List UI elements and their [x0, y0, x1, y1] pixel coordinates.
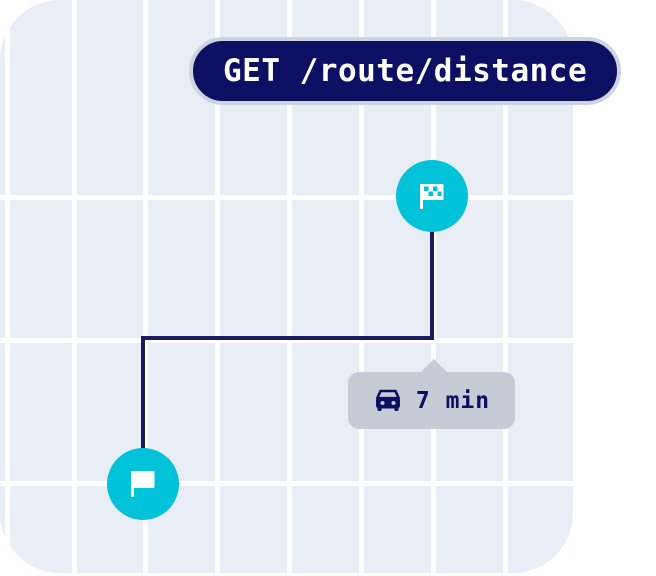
grid-line-horizontal	[0, 195, 573, 200]
grid-line-vertical	[287, 0, 292, 573]
flag-icon	[131, 471, 155, 497]
endpoint-badge-label: GET /route/distance	[223, 53, 588, 89]
grid-line-vertical	[503, 0, 508, 573]
marker-start[interactable]	[107, 448, 179, 520]
checkered-flag-icon	[420, 184, 444, 209]
duration-tooltip: 7 min	[348, 359, 515, 429]
grid-line-vertical	[72, 0, 77, 573]
grid-line-horizontal	[0, 481, 573, 486]
grid-line-vertical	[359, 0, 364, 573]
marker-destination[interactable]	[396, 160, 468, 232]
tooltip-pointer	[420, 359, 448, 373]
endpoint-badge[interactable]: GET /route/distance	[189, 37, 622, 105]
grid-line-horizontal	[0, 338, 573, 343]
duration-label: 7 min	[415, 387, 491, 414]
car-icon	[373, 387, 403, 415]
grid-line-vertical	[5, 0, 10, 573]
grid-line-vertical	[143, 0, 148, 573]
grid-line-vertical	[215, 0, 220, 573]
